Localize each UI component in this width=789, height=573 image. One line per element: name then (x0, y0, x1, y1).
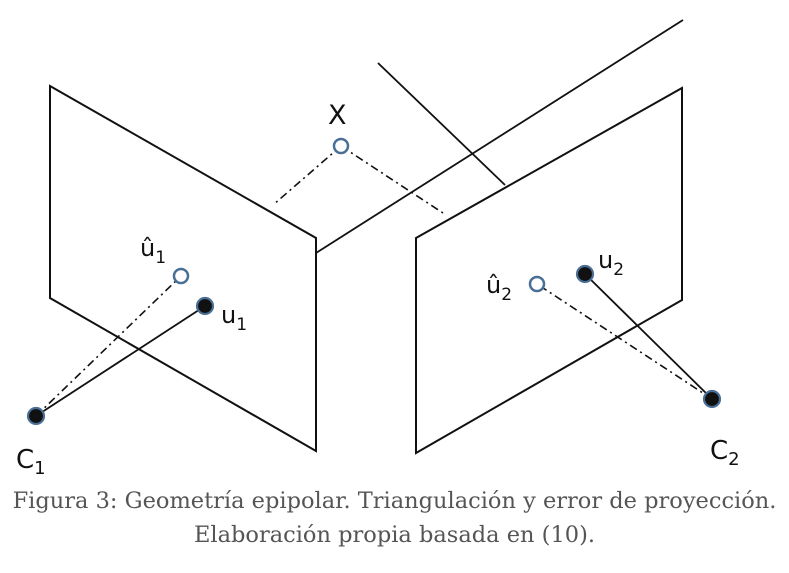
label-u2: u2 (598, 246, 624, 280)
ray-c1-to-u1 (35, 305, 206, 417)
caption-line-2: Elaboración propia basada en (10). (193, 522, 596, 548)
point-u2 (575, 264, 595, 284)
epipolar-geometry-diagram: X û1 u1 C1 û2 u2 C2 (16, 19, 740, 479)
label-c2: C2 (710, 436, 740, 470)
point-c2 (702, 389, 722, 409)
label-u1: u1 (221, 301, 247, 335)
ray-c2-to-u2-hat (536, 283, 713, 400)
label-u1-hat: û1 (140, 234, 166, 268)
caption-line-1: Figura 3: Geometría epipolar. Triangulac… (12, 488, 777, 514)
point-c1 (26, 406, 46, 426)
long-diagonal-line (315, 19, 684, 254)
ray-x-to-right-plane (340, 145, 444, 214)
label-c1: C1 (16, 445, 46, 479)
ray-c1-to-u1-hat (35, 275, 182, 417)
right-image-plane (415, 86, 683, 455)
short-diagonal-line (377, 62, 506, 186)
figure-caption: Figura 3: Geometría epipolar. Triangulac… (0, 484, 789, 552)
left-image-plane (49, 84, 317, 453)
ray-x-to-left-plane (272, 145, 342, 206)
point-u1-hat (172, 267, 190, 285)
ray-c2-to-u2 (584, 273, 713, 400)
point-u2-hat (528, 275, 546, 293)
label-x: X (328, 100, 347, 131)
label-u2-hat: û2 (486, 271, 512, 305)
point-x (332, 137, 350, 155)
point-u1 (195, 296, 215, 316)
